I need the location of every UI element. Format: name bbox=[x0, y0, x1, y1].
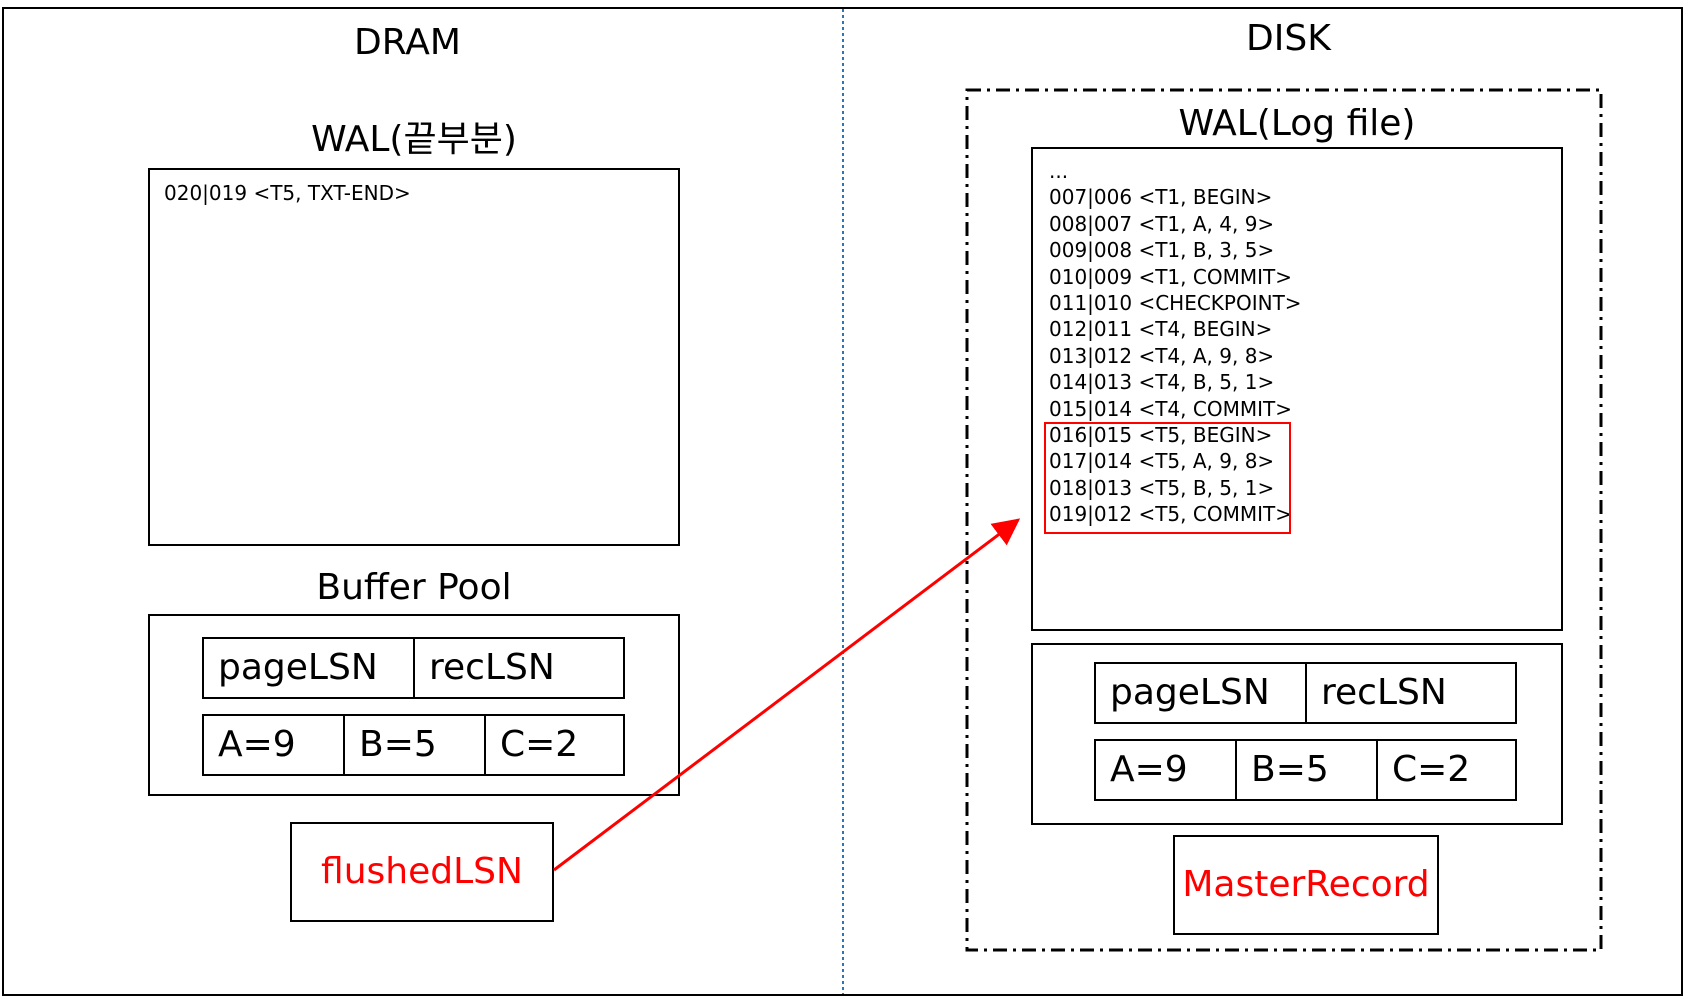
disk-wal-line: 008|007 <T1, A, 4, 9> bbox=[1049, 211, 1275, 236]
buffer-pool-reclsn-cell: recLSN bbox=[413, 637, 625, 699]
disk-wal-line: 009|008 <T1, B, 3, 5> bbox=[1049, 238, 1275, 263]
disk-wal-line: 015|014 <T4, COMMIT> bbox=[1049, 396, 1292, 421]
flushed-lsn-label: flushedLSN bbox=[321, 851, 523, 892]
buffer-pool-value-b: B=5 bbox=[343, 714, 486, 776]
disk-wal-line: 012|011 <T4, BEGIN> bbox=[1049, 317, 1273, 342]
t5-highlight-box bbox=[1044, 422, 1291, 534]
disk-heading: DISK bbox=[1246, 18, 1331, 59]
dram-heading: DRAM bbox=[354, 22, 461, 63]
buffer-pool-pagelsn-cell: pageLSN bbox=[202, 637, 415, 699]
disk-wal-line: 013|012 <T4, A, 9, 8> bbox=[1049, 343, 1275, 368]
master-record-box: MasterRecord bbox=[1173, 835, 1439, 935]
disk-wal-title: WAL(Log file) bbox=[1178, 103, 1416, 144]
disk-value-a: A=9 bbox=[1094, 739, 1237, 801]
disk-value-b: B=5 bbox=[1235, 739, 1378, 801]
disk-wal-line: 011|010 <CHECKPOINT> bbox=[1049, 291, 1302, 316]
buffer-pool-value-c: C=2 bbox=[484, 714, 625, 776]
buffer-pool-value-a: A=9 bbox=[202, 714, 345, 776]
disk-pagelsn-cell: pageLSN bbox=[1094, 662, 1307, 724]
disk-wal-line: 010|009 <T1, COMMIT> bbox=[1049, 264, 1292, 289]
dram-wal-box: 020|019 <T5, TXT-END> bbox=[148, 168, 680, 546]
outer-frame bbox=[2, 7, 1683, 996]
master-record-label: MasterRecord bbox=[1182, 864, 1430, 905]
disk-reclsn-cell: recLSN bbox=[1305, 662, 1517, 724]
disk-wal-line: 014|013 <T4, B, 5, 1> bbox=[1049, 370, 1275, 395]
disk-wal-line: ... bbox=[1049, 159, 1069, 183]
dram-wal-line: 020|019 <T5, TXT-END> bbox=[164, 181, 411, 205]
dram-wal-title: WAL(끝부분) bbox=[311, 119, 517, 160]
buffer-pool-title: Buffer Pool bbox=[316, 567, 512, 608]
disk-value-c: C=2 bbox=[1376, 739, 1517, 801]
flushed-lsn-box: flushedLSN bbox=[290, 822, 554, 922]
disk-wal-line: 007|006 <T1, BEGIN> bbox=[1049, 185, 1273, 210]
disk-wal-box: ... 007|006 <T1, BEGIN> 008|007 <T1, A, … bbox=[1031, 147, 1563, 631]
